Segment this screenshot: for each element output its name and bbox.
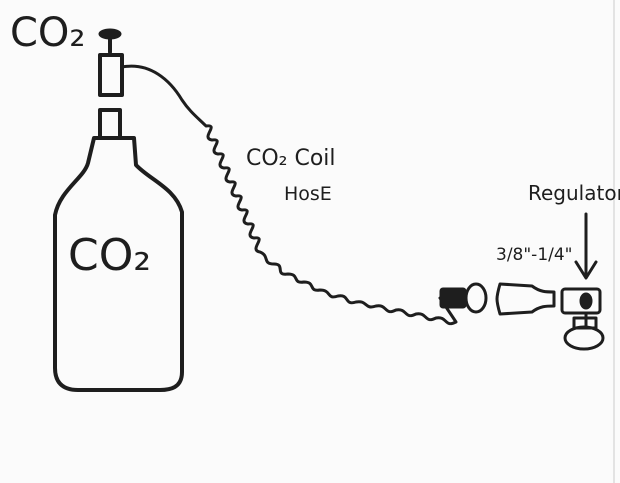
hose-label-line1: CO₂ Coil	[246, 146, 336, 171]
tank-co2-label: CO₂	[68, 230, 151, 281]
regulator-label: Regulator	[528, 181, 620, 205]
regulator-port	[580, 293, 592, 309]
hose-nut	[440, 288, 466, 308]
fitting-size-label: 3/8"-1/4"	[496, 245, 573, 265]
hose-label-line2: HosE	[284, 183, 332, 205]
top-co2-label: CO₂	[10, 10, 85, 56]
